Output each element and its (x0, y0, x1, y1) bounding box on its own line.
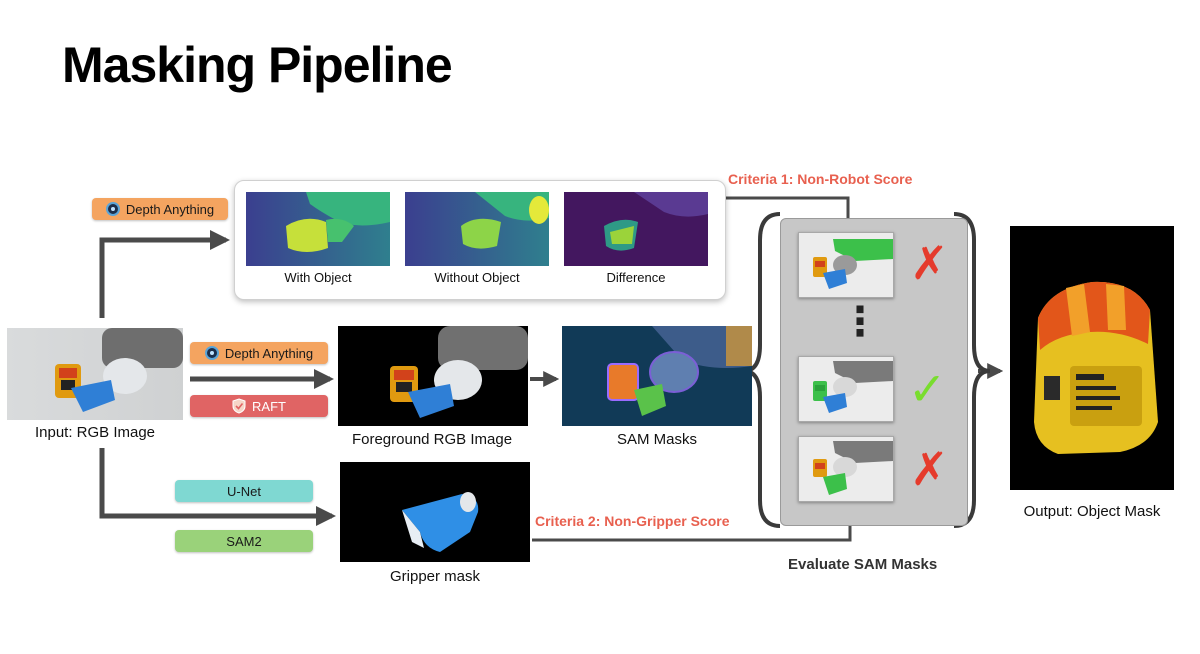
depth-anything-mid-pill: Depth Anything (190, 342, 328, 364)
output-caption: Output: Object Mask (1023, 503, 1161, 520)
depth-anything-top-label: Depth Anything (125, 201, 215, 217)
depth-anything-top-pill: Depth Anything (92, 198, 228, 220)
input-rgb-image (7, 328, 183, 420)
right-brace (953, 212, 991, 528)
depth-anything-mid-label: Depth Anything (224, 345, 314, 361)
output-object-mask-image (1010, 226, 1174, 490)
criteria-1-label: Criteria 1: Non-Robot Score (728, 171, 913, 187)
sam2-pill: SAM2 (175, 530, 313, 552)
sam-masks-caption: SAM Masks (616, 431, 697, 448)
with-object-caption: With Object (284, 270, 352, 285)
unet-label: U-Net (227, 483, 261, 499)
sam-candidate-3 (798, 436, 894, 502)
sam-candidate-1 (798, 232, 894, 298)
foreground-rgb-image (338, 326, 528, 426)
raft-label: RAFT (252, 398, 286, 414)
input-caption: Input: RGB Image (34, 424, 156, 441)
arrow-input-to-gripper (99, 448, 336, 526)
sam2-label: SAM2 (226, 533, 262, 549)
ellipsis: ⋮ (840, 300, 880, 344)
gripper-caption: Gripper mask (389, 568, 481, 585)
evaluate-label: Evaluate SAM Masks (788, 556, 938, 573)
gripper-mask-image (340, 462, 530, 562)
unet-pill: U-Net (175, 480, 313, 502)
depth-without-object-image (405, 192, 549, 266)
shield-icon (232, 398, 246, 414)
foreground-caption: Foreground RGB Image (351, 431, 513, 448)
difference-caption: Difference (606, 270, 666, 285)
reject-mark-2: ✗ (910, 443, 949, 495)
arrow-input-to-depth (99, 230, 230, 318)
depth-difference-image (564, 192, 708, 266)
sam-masks-image (562, 326, 752, 426)
reject-mark-1: ✗ (910, 237, 949, 289)
raft-pill: RAFT (190, 395, 328, 417)
without-object-caption: Without Object (434, 270, 520, 285)
depth-anything-icon (204, 346, 219, 360)
sam-candidate-2 (798, 356, 894, 422)
depth-with-object-image (246, 192, 390, 266)
page-title: Masking Pipeline (62, 37, 453, 93)
depth-anything-icon (105, 202, 120, 216)
accept-mark: ✓ (908, 363, 947, 415)
criteria-2-label: Criteria 2: Non-Gripper Score (535, 513, 730, 529)
